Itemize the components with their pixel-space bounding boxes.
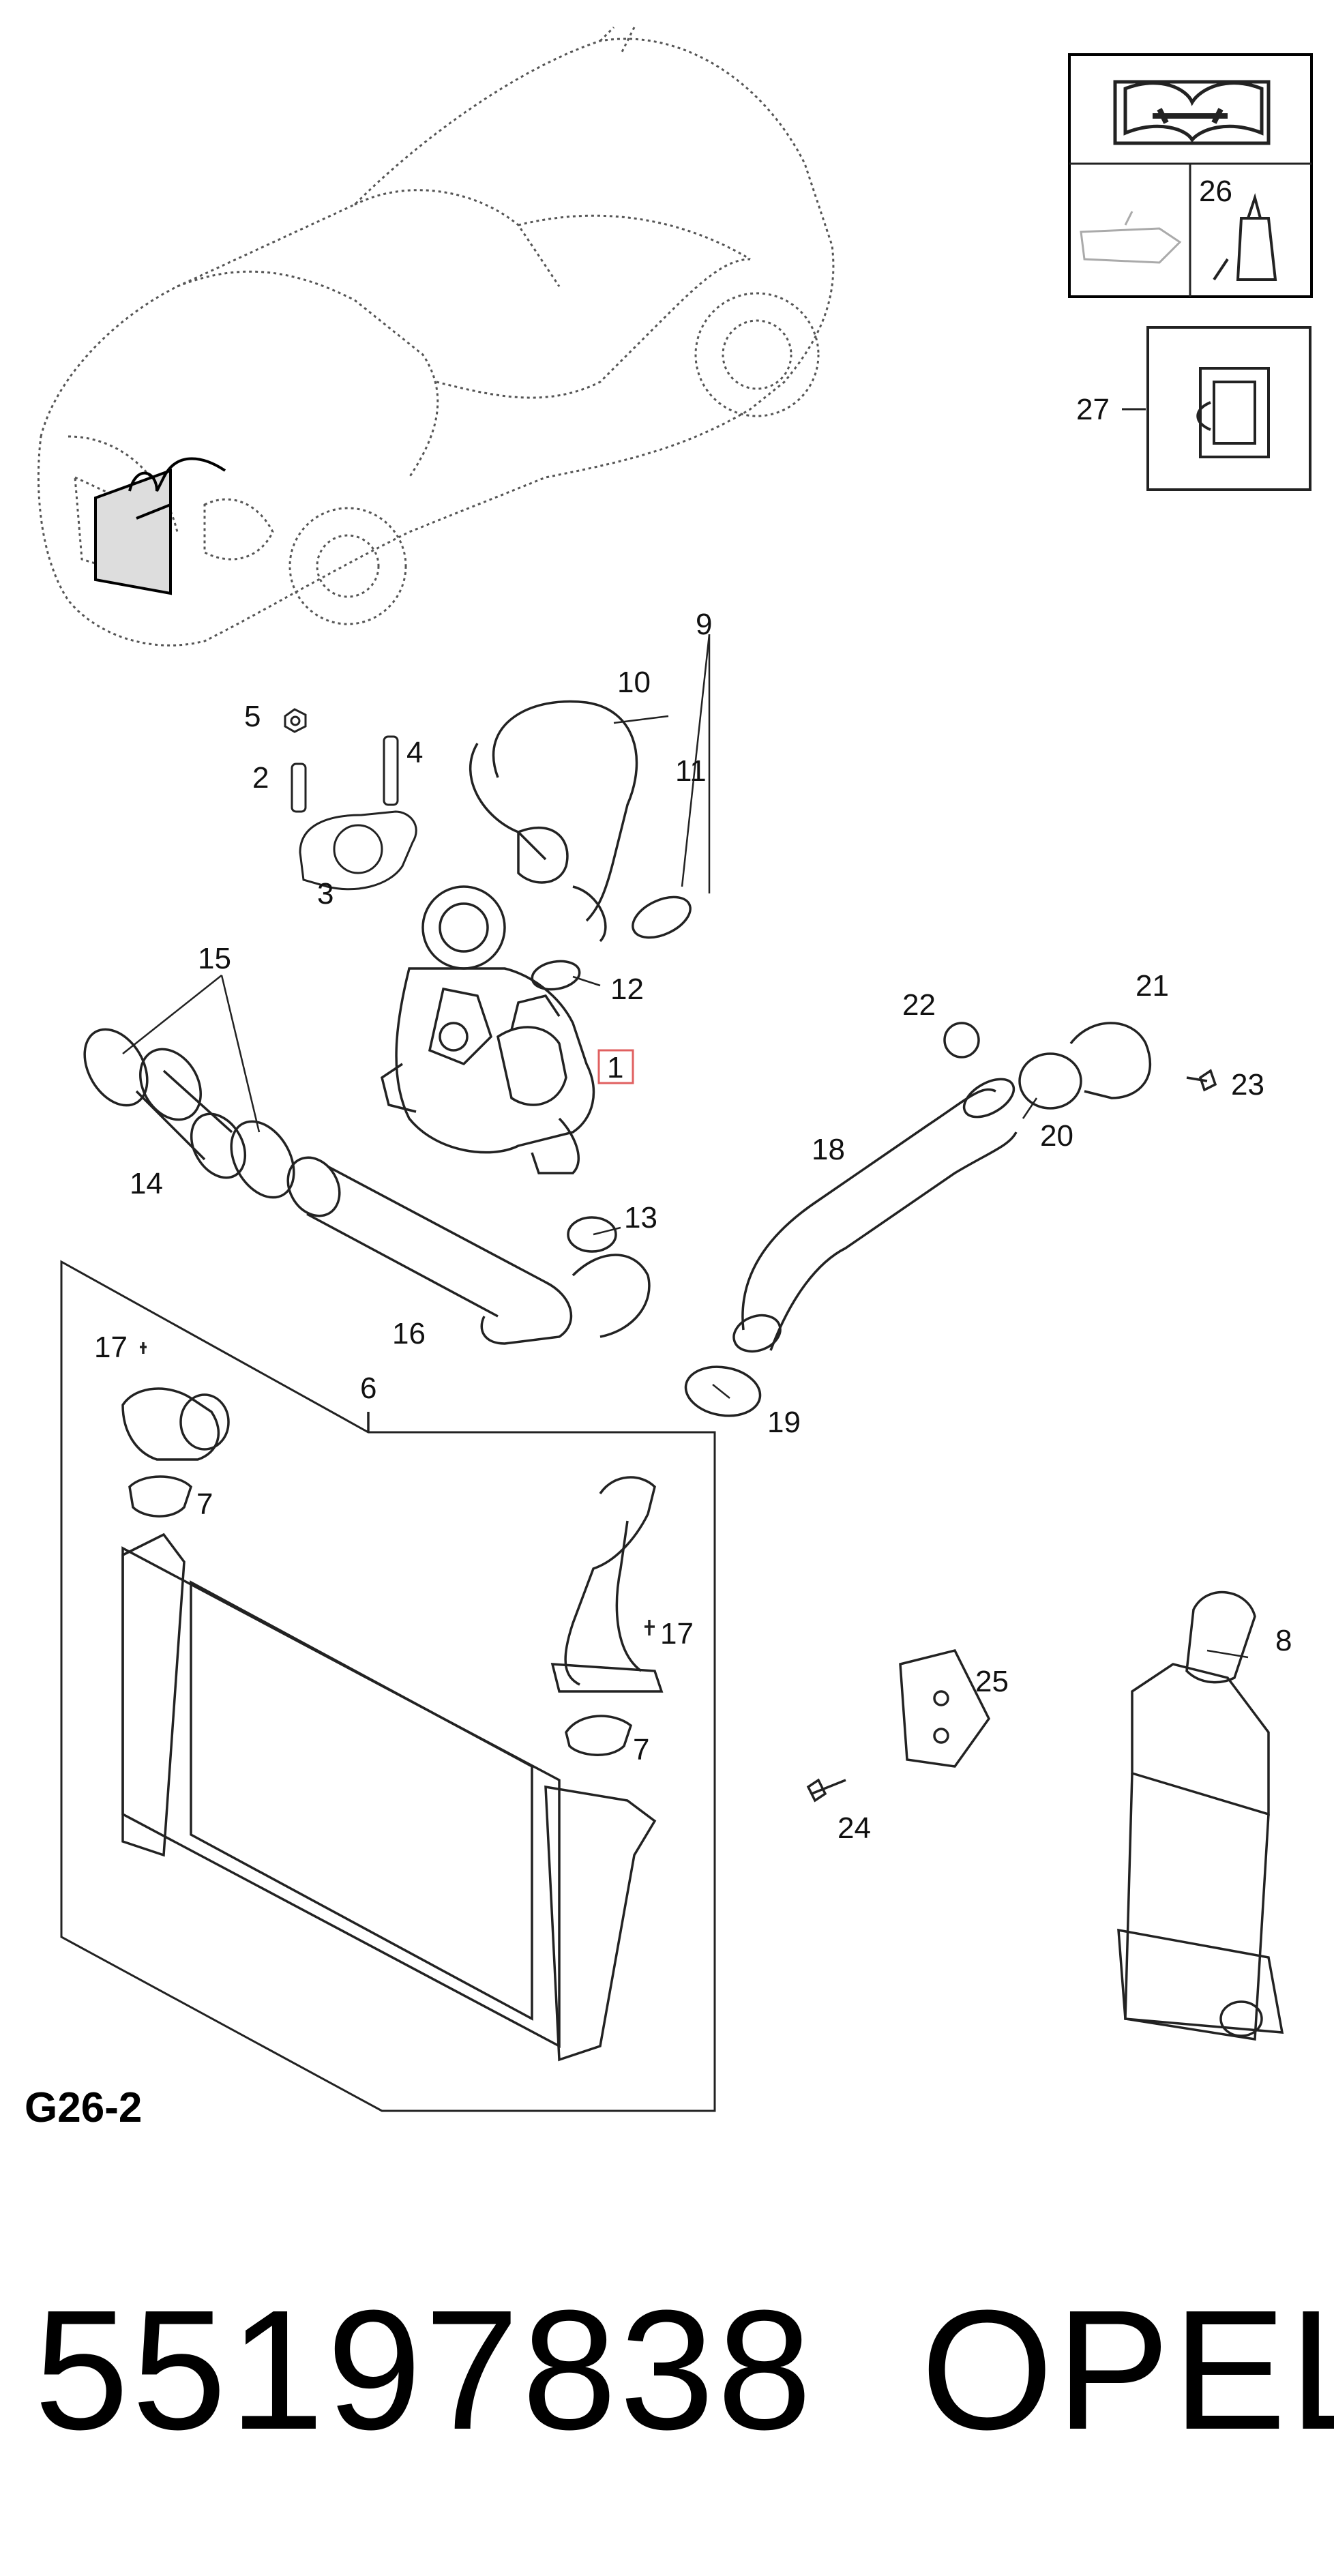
callout-12: 12	[610, 973, 644, 1006]
service-info-box	[1068, 53, 1313, 298]
callout-10: 10	[617, 666, 651, 699]
intercooler-core	[121, 1546, 561, 2048]
section-label: G26-2	[25, 2084, 143, 2131]
callout-27: 27	[1076, 393, 1110, 426]
intake-hose	[469, 700, 638, 943]
callout-3: 3	[317, 877, 334, 911]
callout-4: 4	[406, 736, 423, 769]
charge-air-pipe	[286, 1156, 651, 1345]
mounting-bracket	[806, 1648, 991, 1803]
callout-5: 5	[244, 700, 261, 733]
callout-11: 11	[675, 754, 707, 788]
clip-box	[1122, 326, 1311, 491]
callout-9: 9	[696, 608, 712, 641]
callout-2: 2	[252, 761, 269, 795]
callout-25: 25	[975, 1665, 1009, 1698]
callout-7b: 7	[633, 1733, 649, 1766]
part-number: 55197838	[34, 2275, 815, 2465]
brand-name: OPEL	[921, 2275, 1334, 2465]
callout-20: 20	[1040, 1119, 1073, 1153]
workshop-manual-icon	[1113, 80, 1271, 145]
callout-18: 18	[812, 1133, 845, 1166]
callout-17b: 17	[660, 1617, 694, 1650]
callout-6: 6	[360, 1372, 376, 1405]
callout-19: 19	[767, 1406, 801, 1439]
short-hose-and-clamps	[83, 1028, 295, 1199]
leader-lines	[122, 634, 1249, 1659]
callout-22: 22	[902, 988, 936, 1022]
callout-16: 16	[392, 1317, 426, 1350]
callout-7a: 7	[196, 1487, 213, 1521]
sealant-bottle-icon	[1213, 193, 1277, 281]
callout-15: 15	[198, 942, 231, 975]
oil-can-icon	[1080, 211, 1182, 264]
vehicle-outline	[37, 26, 835, 647]
intercooler-outlet-pipe	[732, 1078, 1018, 1353]
callout-14: 14	[130, 1167, 163, 1200]
callout-21: 21	[1136, 969, 1169, 1003]
callout-8: 8	[1275, 1624, 1292, 1657]
retaining-clip-icon	[1196, 367, 1270, 458]
callout-1: 1	[607, 1051, 623, 1084]
engine-bay-highlight	[94, 457, 226, 595]
lower-clamps	[684, 1022, 1217, 1417]
intercooler-assembly-box	[60, 1260, 716, 2112]
intercooler-side	[1117, 1590, 1284, 2041]
studs-and-gasket	[284, 708, 417, 891]
callout-labels: 1 2 3 4 5 6 7 7 8 9 10 11 12 13 14 15 16…	[94, 175, 1292, 1845]
part-1-highlight	[597, 1049, 634, 1084]
callout-17a: 17	[94, 1331, 128, 1364]
hose-clamps-upper	[531, 895, 692, 991]
callout-24: 24	[838, 1811, 871, 1845]
callout-26: 26	[1199, 175, 1232, 208]
callout-23: 23	[1231, 1068, 1264, 1101]
callout-13: 13	[624, 1201, 657, 1234]
turbocharger	[381, 885, 595, 1174]
